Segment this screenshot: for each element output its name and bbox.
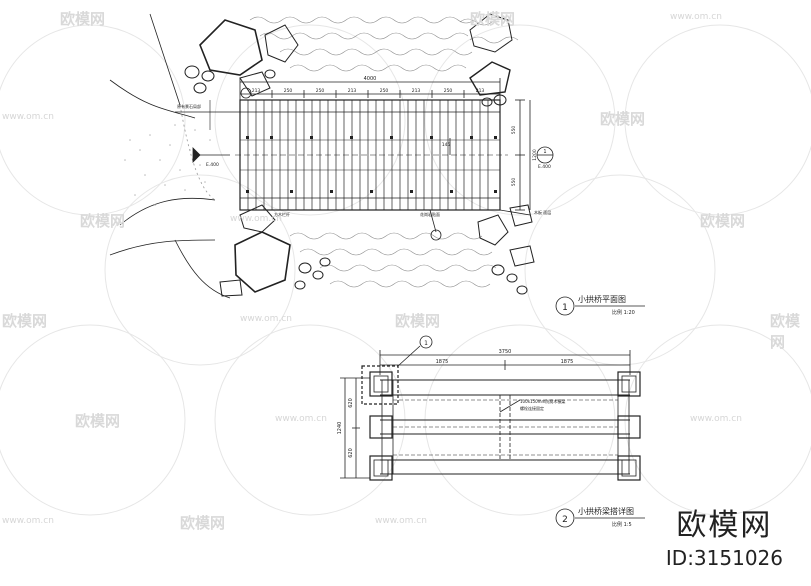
plan-seg-dim: 250 (380, 88, 389, 94)
plan-seg-dim: 213 (348, 88, 357, 94)
plan-labels: 4000 213 250 250 213 250 213 250 213 550… (177, 76, 551, 217)
watermark-url: www.om.cn (230, 214, 282, 224)
plan-seg-dim: 250 (444, 88, 453, 94)
watermark-text: 欧模网 (80, 212, 126, 230)
plan-title: 小拱桥平面图 (578, 294, 626, 304)
watermark-url: www.om.cn (670, 12, 722, 22)
plan-side-dim: 550 (511, 126, 517, 135)
detail-title: 小拱桥梁搭详图 (578, 506, 634, 516)
watermark-text: 欧模网 (395, 312, 441, 330)
water-waves-bottom (289, 232, 497, 288)
plan-side-dim: 550 (511, 178, 517, 187)
watermark-url: www.om.cn (275, 414, 327, 424)
watermark-text: 欧模网 (600, 110, 646, 128)
plan-section-mark: 1 (543, 149, 546, 155)
rocks-bottom-left (219, 204, 331, 297)
paving-texture (124, 124, 211, 206)
bridge-detail (340, 335, 641, 481)
plan-note: 方木栏杆 (274, 211, 290, 217)
detail-height-part: 620 (348, 398, 354, 408)
plan-title-number: 1 (562, 303, 568, 313)
water-waves-top (249, 16, 519, 72)
detail-callout-number: 1 (424, 340, 428, 347)
watermark-text: 欧模网 (470, 10, 516, 28)
plan-note: 花岗岩贴面 (420, 211, 440, 217)
watermark-text: 欧模网 (60, 10, 106, 28)
brand-logo: 欧模网 ID:3151026 (666, 500, 783, 570)
rocks-bottom-right (477, 204, 535, 295)
watermark-text: 欧模网 (75, 412, 121, 430)
detail-title-number: 2 (562, 515, 568, 525)
detail-beam-note: 螺栓连接固定 (520, 405, 544, 411)
watermark-url: www.om.cn (690, 414, 742, 424)
rocks-top-left (184, 19, 299, 97)
bolt-points (246, 136, 497, 193)
deck-boards (247, 100, 489, 210)
watermark-url: www.om.cn (240, 314, 292, 324)
model-id: ID:3151026 (665, 546, 783, 570)
plan-scale: 比例 1:20 (612, 309, 635, 316)
watermark-text: 欧模网 (180, 514, 226, 532)
watermark-text: 欧模网 (700, 212, 746, 230)
detail-total-dim: 3750 (499, 349, 512, 355)
detail-beam-note: 100x150mm防腐木横梁 (520, 398, 565, 404)
plan-title-block: 1 小拱桥平面图 比例 1:20 (555, 294, 645, 316)
plan-seg-dim: 213 (252, 88, 261, 94)
detail-half-dim: 1875 (436, 359, 449, 365)
detail-labels: 3750 1875 1875 1240 620 620 1 100x150mm防… (337, 340, 573, 458)
plan-width-dim: 1200 (532, 149, 538, 161)
watermark-text: 欧模网 (2, 312, 48, 330)
brand-name: 欧模网 (676, 508, 773, 543)
bridge-plan (109, 13, 554, 299)
plan-seg-dim: 250 (284, 88, 293, 94)
segment-ticks (271, 90, 465, 98)
plan-elev-right: E.400 (538, 164, 551, 170)
detail-half-dim: 1875 (561, 359, 574, 365)
plan-elev-left: E.400 (206, 162, 219, 168)
plan-inner-dim: 145 (442, 142, 451, 148)
detail-scale: 比例 1:5 (612, 521, 632, 528)
detail-height-part: 620 (348, 448, 354, 458)
plan-seg-dim: 213 (412, 88, 421, 94)
plan-note: 木板 面层 (534, 209, 551, 215)
watermark-url: www.om.cn (2, 112, 54, 122)
detail-title-block: 2 小拱桥梁搭详图 比例 1:5 (555, 506, 645, 528)
watermark-url: www.om.cn (375, 516, 427, 526)
plan-seg-dim: 213 (476, 88, 485, 94)
detail-height-total: 1240 (337, 422, 343, 435)
plan-total-dim: 4000 (364, 76, 377, 82)
plan-note: 原有景石局部 (177, 103, 201, 109)
watermark-circles (0, 24, 811, 516)
watermark-url: www.om.cn (2, 516, 54, 526)
watermark-text: 欧模网 (770, 312, 801, 351)
plan-seg-dim: 250 (316, 88, 325, 94)
